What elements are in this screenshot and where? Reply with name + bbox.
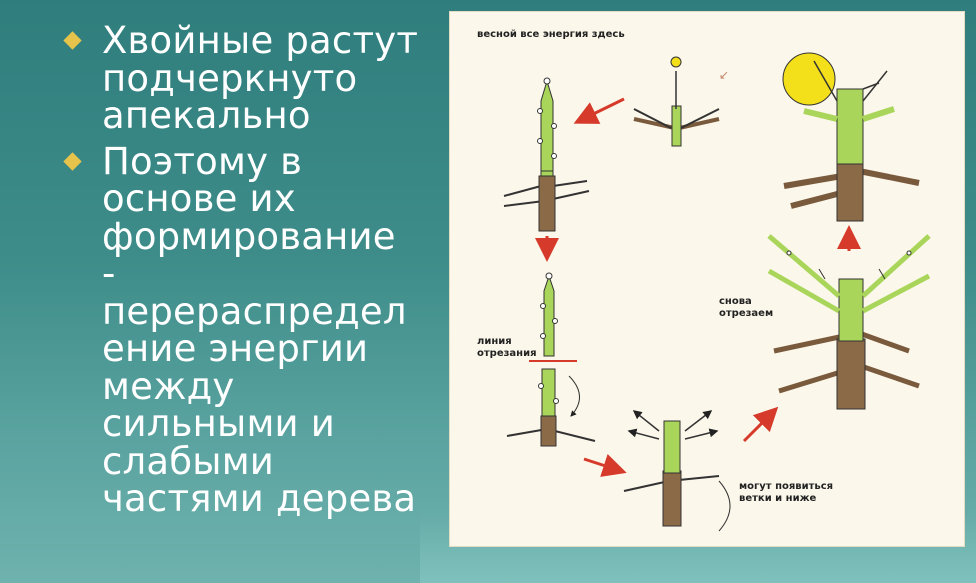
diamond-bullet-icon: [63, 151, 82, 171]
caption-new-branches: могут появиться ветки и ниже: [739, 481, 834, 504]
flow-arrow: [573, 97, 625, 124]
seedling-drawing: ↙: [633, 56, 729, 147]
diamond-bullet-icon: [63, 31, 82, 50]
bullet-list: Хвойные растут подчеркнуто апекально Поэ…: [62, 22, 432, 526]
regrowth-drawing: [623, 410, 731, 532]
cut-tree-drawing: [506, 272, 596, 447]
caption-spring: весной все энергия здесь: [477, 29, 625, 40]
svg-text:↙: ↙: [719, 68, 729, 82]
caption-again-cut: снова отрезаем: [719, 296, 774, 319]
flow-arrow: [583, 454, 627, 477]
bullet-item: Хвойные растут подчеркнуто апекально: [62, 22, 432, 135]
young-tree-drawing: [503, 77, 590, 232]
mature-tree-drawing: [782, 52, 920, 222]
pruning-diagram: ↙: [449, 11, 965, 547]
sun-icon: [782, 52, 836, 106]
bullet-text: Хвойные растут подчеркнуто апекально: [102, 19, 419, 137]
branched-tree-drawing: [767, 234, 931, 410]
pruning-illustration: ↙: [503, 52, 931, 532]
caption-cut-line: линия отрезания: [477, 336, 537, 359]
bullet-text: Поэтому в основе их формирование - перер…: [102, 139, 417, 520]
bullet-item: Поэтому в основе их формирование - перер…: [62, 139, 432, 520]
flow-arrow: [742, 406, 779, 443]
